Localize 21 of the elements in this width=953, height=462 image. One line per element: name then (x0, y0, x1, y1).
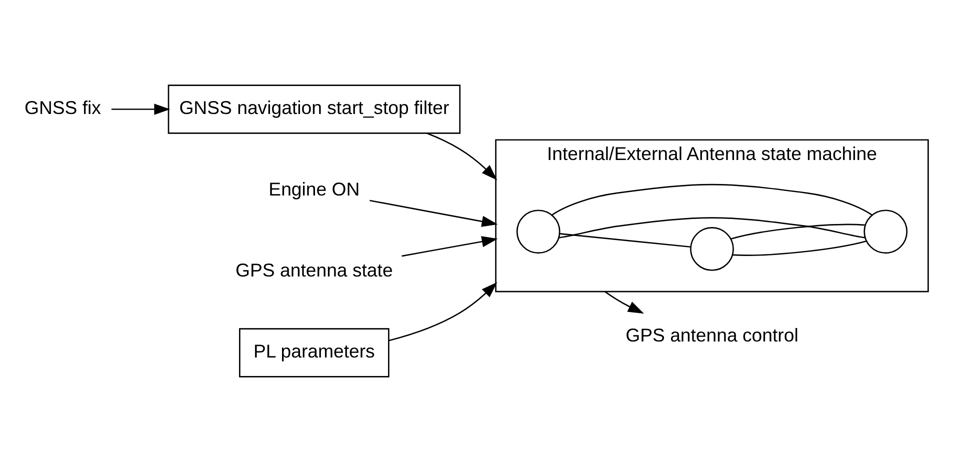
arrow (370, 200, 498, 227)
node-text: GNSS fix (24, 97, 102, 118)
node-text: GPS antenna state (236, 260, 393, 280)
node-box: PL parameters (239, 328, 390, 378)
node-circle (690, 227, 734, 271)
arrow (604, 291, 644, 314)
node-circle (864, 210, 908, 254)
arrow (111, 104, 170, 115)
connector (552, 184, 872, 216)
connector (560, 233, 690, 248)
arrow (388, 282, 498, 342)
cluster: Internal/External Antenna state machine (495, 139, 929, 292)
node-box: GNSS navigation start_stop filter (168, 84, 461, 134)
node-circle (516, 210, 560, 254)
connector (730, 224, 865, 240)
arrow (426, 132, 498, 180)
arrow (402, 236, 498, 257)
connector (732, 240, 867, 256)
node-text: GPS antenna control (626, 324, 798, 346)
node-text: Engine ON (268, 178, 360, 200)
connector (558, 217, 866, 238)
